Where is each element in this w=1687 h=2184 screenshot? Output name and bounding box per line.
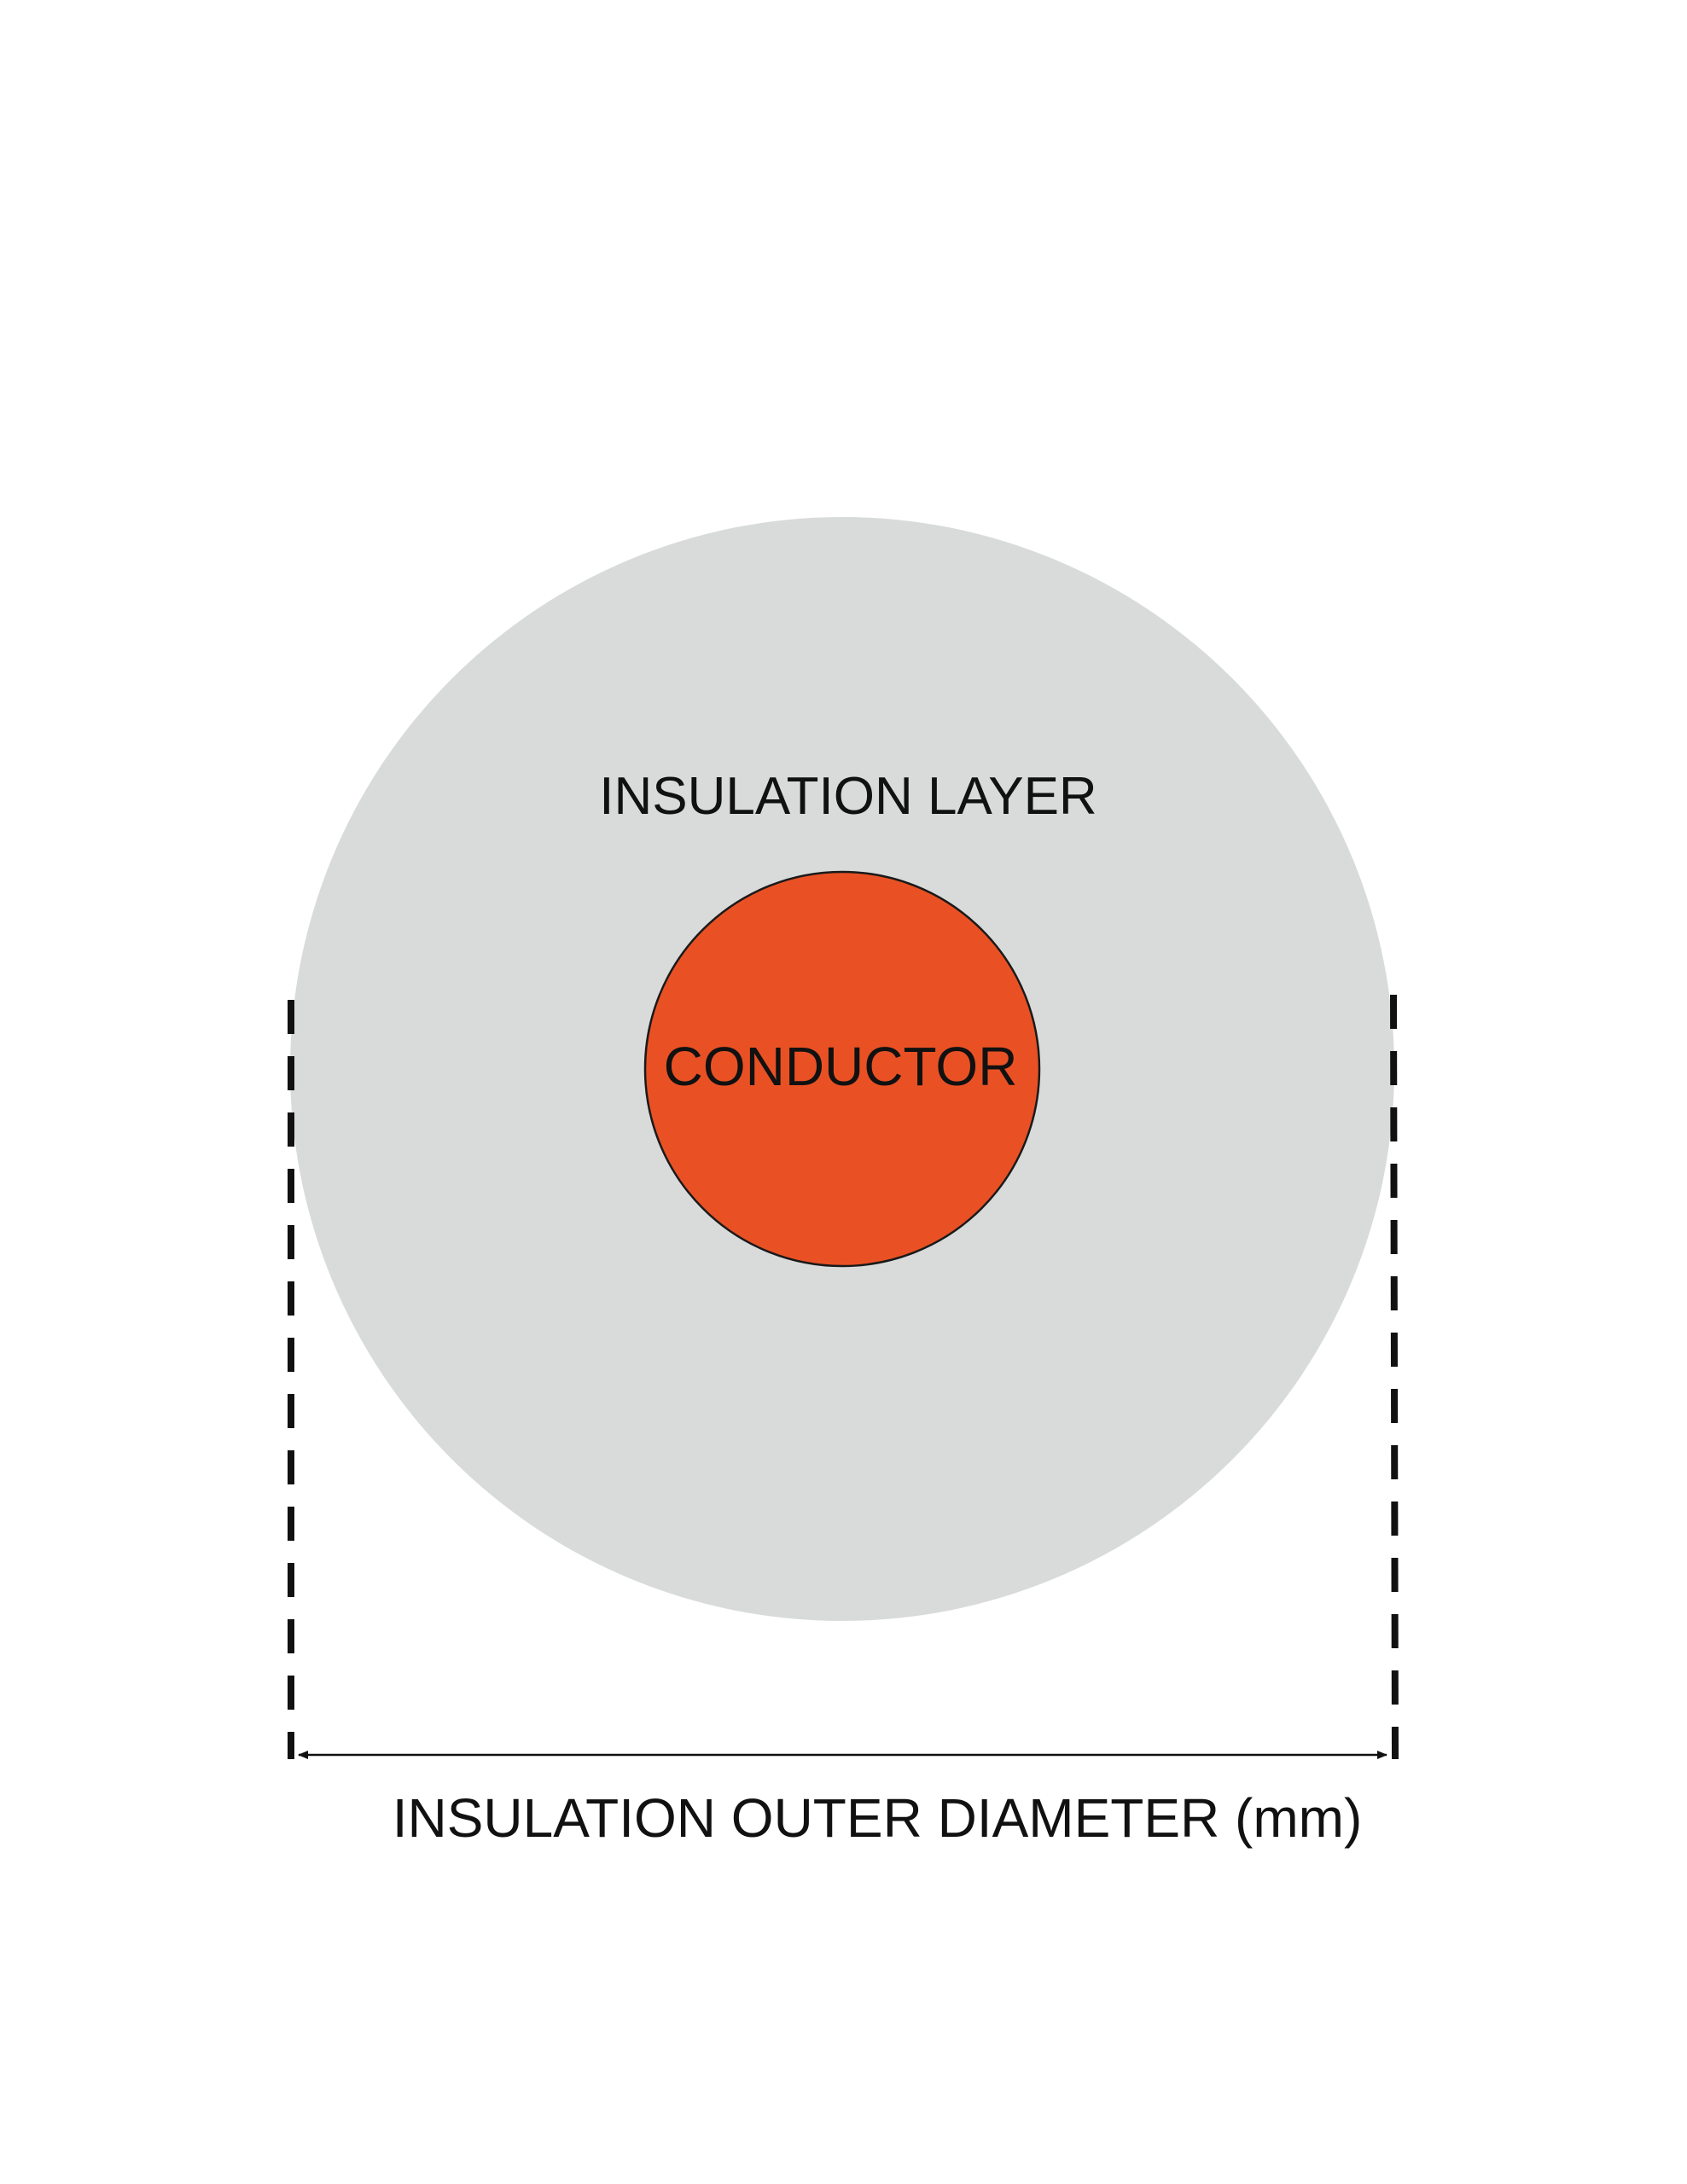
insulation-outer-diameter-label: INSULATION OUTER DIAMETER (mm) [393, 1787, 1363, 1849]
conductor-label: CONDUCTOR [664, 1036, 1018, 1097]
right-extension-dashed-line [1390, 994, 1399, 1760]
conductor-circle [643, 870, 1041, 1268]
insulation-layer-label: INSULATION LAYER [599, 767, 1097, 826]
